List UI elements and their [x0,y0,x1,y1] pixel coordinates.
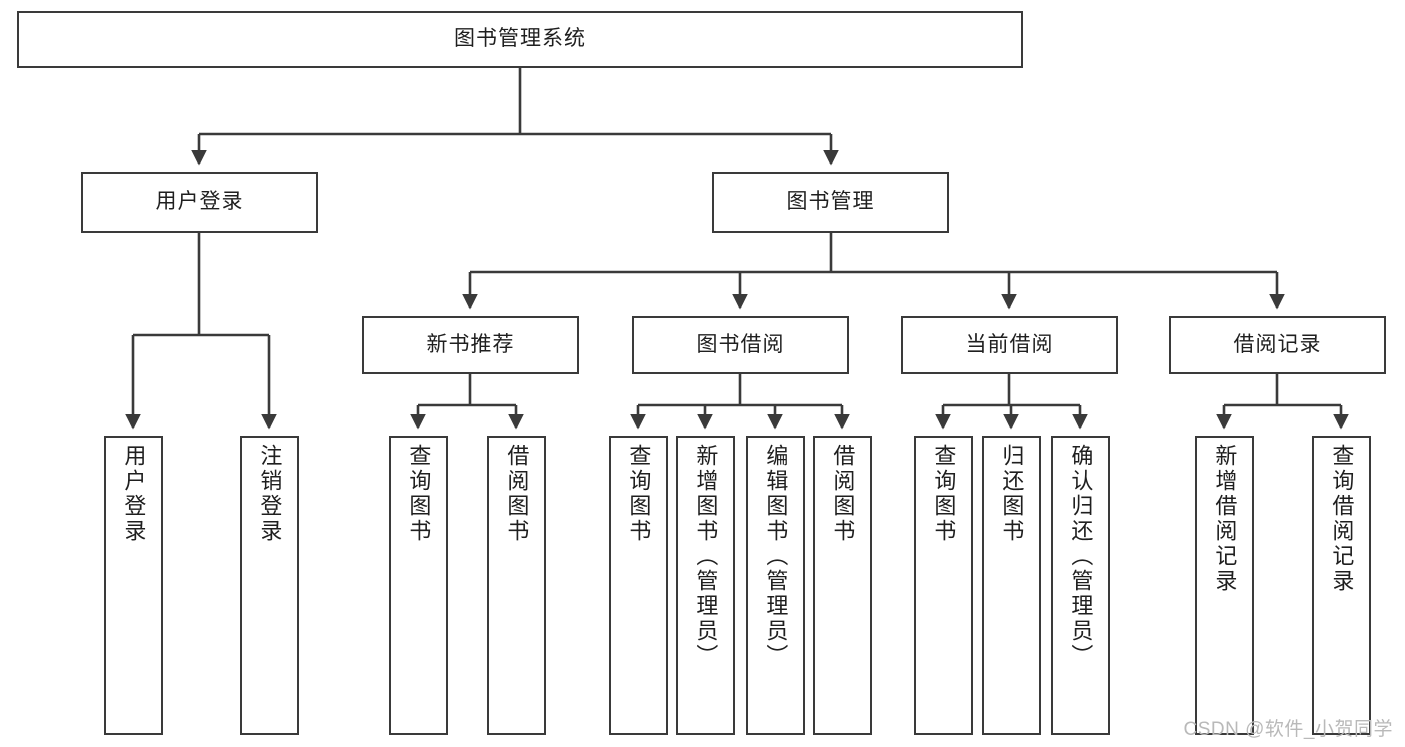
leaf-rec-borrow-label: 借阅图书 [504,444,530,544]
leaf-cur-return-label: 归还图书 [999,444,1025,544]
leaf-borrow-edit[interactable]: 编辑图书（管理员） [746,436,805,735]
csdn-watermark: CSDN @软件_小贺同学 [1183,719,1393,740]
leaf-borrow-edit-label: 编辑图书（管理员） [763,444,789,669]
leaf-borrow-query[interactable]: 查询图书 [609,436,668,735]
leaf-rec-borrow[interactable]: 借阅图书 [487,436,546,735]
node-borrow-record[interactable]: 借阅记录 [1169,316,1386,374]
node-book-manage[interactable]: 图书管理 [712,172,949,233]
node-current-borrow-label: 当前借阅 [965,332,1054,356]
leaf-rec-query[interactable]: 查询图书 [389,436,448,735]
leaf-rec-query-label: 查询图书 [406,444,432,544]
leaf-borrow-add[interactable]: 新增图书（管理员） [676,436,735,735]
leaf-rec-query-record-label: 查询借阅记录 [1329,444,1355,594]
node-new-book-rec-label: 新书推荐 [426,332,515,356]
leaf-cur-query[interactable]: 查询图书 [914,436,973,735]
leaf-rec-add-label: 新增借阅记录 [1212,444,1238,594]
node-borrow-record-label: 借阅记录 [1233,332,1322,356]
node-user-login-label: 用户登录 [155,190,244,214]
leaf-cur-confirm-label: 确认归还（管理员） [1068,444,1094,669]
leaf-rec-add[interactable]: 新增借阅记录 [1195,436,1254,735]
leaf-user-login[interactable]: 用户登录 [104,436,163,735]
node-root[interactable]: 图书管理系统 [17,11,1023,68]
leaf-borrow-query-label: 查询图书 [626,444,652,544]
node-current-borrow[interactable]: 当前借阅 [901,316,1118,374]
leaf-cur-confirm[interactable]: 确认归还（管理员） [1051,436,1110,735]
leaf-rec-query-record[interactable]: 查询借阅记录 [1312,436,1371,735]
node-root-label: 图书管理系统 [454,27,586,51]
leaf-user-logout[interactable]: 注销登录 [240,436,299,735]
leaf-cur-return[interactable]: 归还图书 [982,436,1041,735]
leaf-cur-query-label: 查询图书 [931,444,957,544]
leaf-borrow-add-label: 新增图书（管理员） [693,444,719,669]
node-user-login[interactable]: 用户登录 [81,172,318,233]
node-new-book-rec[interactable]: 新书推荐 [362,316,579,374]
leaf-user-logout-label: 注销登录 [257,444,283,544]
leaf-borrow-do-label: 借阅图书 [830,444,856,544]
leaf-user-login-label: 用户登录 [121,444,147,544]
node-book-borrow[interactable]: 图书借阅 [632,316,849,374]
node-book-borrow-label: 图书借阅 [696,332,785,356]
leaf-borrow-do[interactable]: 借阅图书 [813,436,872,735]
node-book-manage-label: 图书管理 [786,190,875,214]
